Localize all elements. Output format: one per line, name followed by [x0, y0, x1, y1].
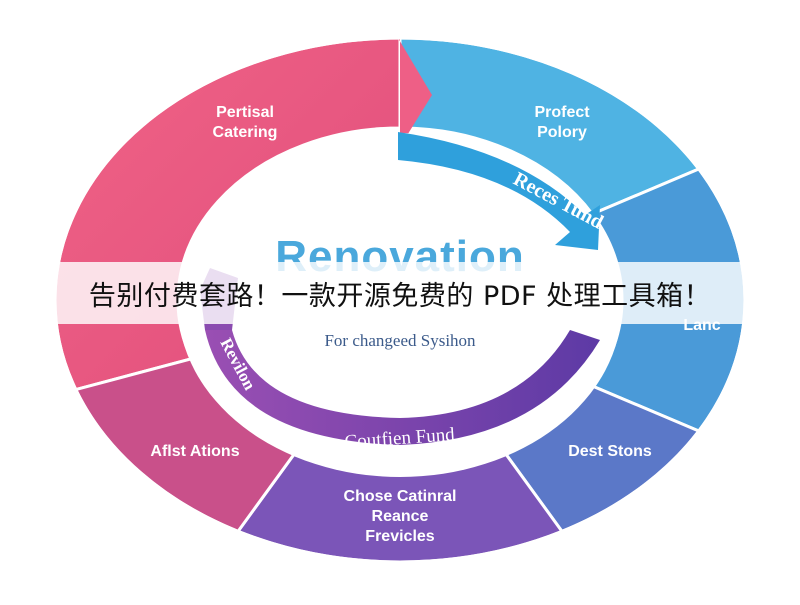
outer-arrow-head — [398, 38, 432, 150]
inner-arrow-top — [398, 132, 600, 250]
inner-arrow-bottom — [205, 330, 600, 445]
segment-label-aflst-ations: Aflst Ations — [150, 443, 240, 460]
center-subtitle: For changeed Sysihon — [324, 331, 476, 350]
caption-banner: 告别付费套路！一款开源免费的 PDF 处理工具箱！ — [0, 262, 800, 324]
segment-label-chose-catinral: Chose Catinral Reance Frevicles — [343, 488, 457, 545]
segment-label-dest-stons: Dest Stons — [568, 443, 652, 460]
segment-label-profect: Profect Polory — [534, 104, 590, 141]
segment-label-pertisal: Pertisal Catering — [212, 104, 278, 141]
caption-banner-text: 告别付费套路！一款开源免费的 PDF 处理工具箱！ — [88, 280, 712, 312]
